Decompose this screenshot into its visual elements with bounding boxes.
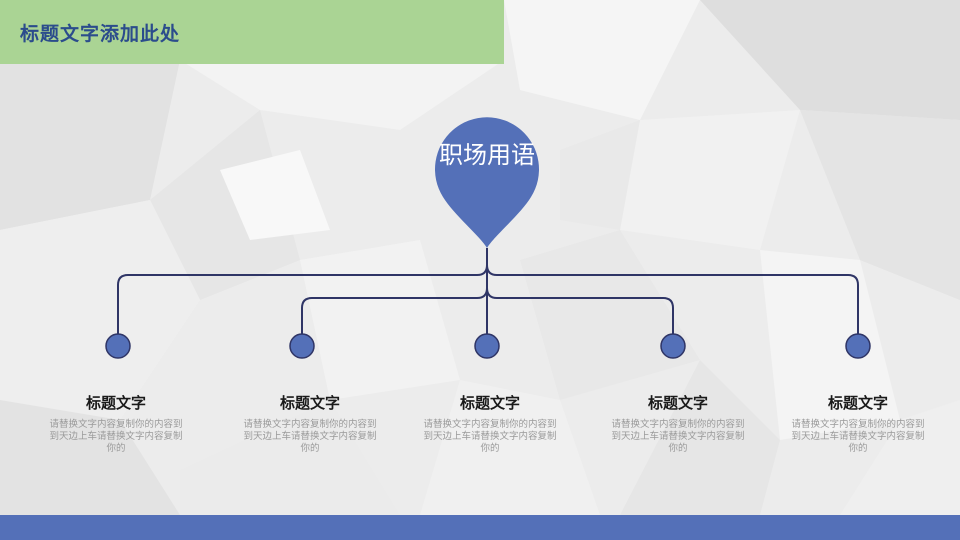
item-desc-4: 请替换文字内容复制你的内容到到天边上车请替换文字内容复制你的 <box>611 419 745 454</box>
connector-outer <box>117 264 859 335</box>
node-3 <box>474 333 500 359</box>
center-pin <box>435 117 539 248</box>
node-4 <box>660 333 686 359</box>
item-desc-1: 请替换文字内容复制你的内容到到天边上车请替换文字内容复制你的 <box>49 419 183 454</box>
connector-inner <box>301 287 674 335</box>
header-bar: 标题文字添加此处 <box>0 0 504 64</box>
item-desc-3: 请替换文字内容复制你的内容到到天边上车请替换文字内容复制你的 <box>423 419 557 454</box>
node-2 <box>289 333 315 359</box>
node-1 <box>105 333 131 359</box>
connector-lines <box>117 248 859 335</box>
item-title-3: 标题文字 <box>459 394 520 412</box>
center-label: 职场用语 <box>439 141 535 169</box>
item-title-1: 标题文字 <box>85 394 146 412</box>
footer-bar <box>0 515 960 540</box>
node-5 <box>845 333 871 359</box>
item-title-2: 标题文字 <box>279 394 340 412</box>
item-desc-5: 请替换文字内容复制你的内容到到天边上车请替换文字内容复制你的 <box>791 419 925 454</box>
node-circles <box>105 333 871 359</box>
item-title-5: 标题文字 <box>827 394 888 412</box>
item-title-4: 标题文字 <box>647 394 708 412</box>
item-desc-2: 请替换文字内容复制你的内容到到天边上车请替换文字内容复制你的 <box>243 419 377 454</box>
page-title: 标题文字添加此处 <box>20 23 181 45</box>
